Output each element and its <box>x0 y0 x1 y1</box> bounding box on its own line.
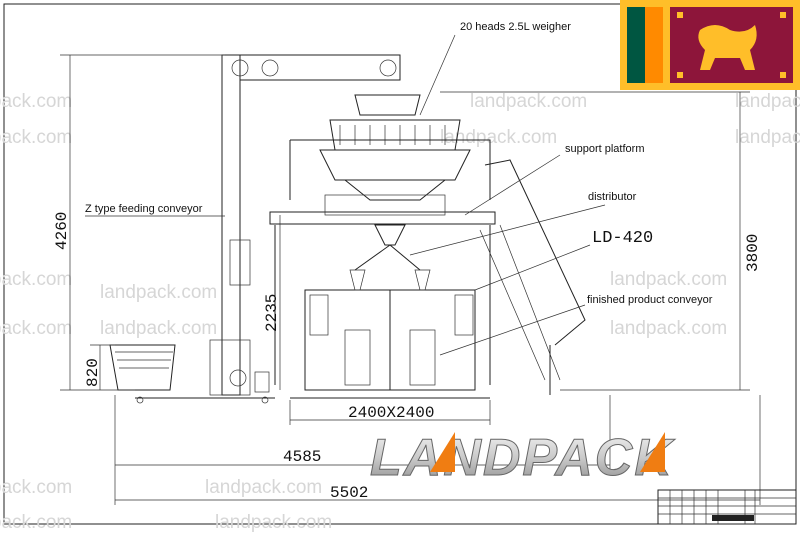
multihead-weigher <box>319 94 471 201</box>
dim-platform-height: 2235 <box>263 294 281 332</box>
z-type-conveyor <box>109 54 401 404</box>
landpack-logo: LANDPACK <box>370 429 675 488</box>
watermarks: landpack.com landpack.com landpack.com l… <box>0 91 800 533</box>
watermark-text: landpack.com <box>735 91 800 112</box>
logo-text: LANDPACK <box>370 429 675 487</box>
dim-footprint: 2400X2400 <box>348 404 434 422</box>
watermark-text: landpack.com <box>0 318 72 339</box>
watermark-text: landpack.com <box>100 318 217 339</box>
label-weigher: 20 heads 2.5L weigher <box>460 21 571 33</box>
watermark-text: landpack.com <box>100 282 217 303</box>
finished-product-conveyor <box>479 159 586 395</box>
dim-conveyor-height: 820 <box>84 358 102 387</box>
support-platform <box>269 139 496 385</box>
title-block <box>657 489 797 525</box>
watermark-text: landpack.com <box>440 127 557 148</box>
packing-machines <box>290 269 490 399</box>
label-z-conveyor: Z type feeding conveyor <box>85 203 203 215</box>
watermark-text: landpack.com <box>610 318 727 339</box>
watermark-text: landpack.com <box>0 269 72 290</box>
watermark-text: landpack.com <box>470 91 587 112</box>
drawing-border <box>3 3 797 525</box>
dim-width-inner: 4585 <box>283 448 321 466</box>
dim-width-total: 5502 <box>330 484 368 502</box>
watermark-text: landpack.com <box>215 512 332 533</box>
dim-machine-height: 3800 <box>744 234 762 272</box>
label-model: LD-420 <box>592 229 653 248</box>
watermark-text: landpack.com <box>610 269 727 290</box>
watermark-text: landpack.com <box>0 477 72 498</box>
watermark-text: landpack.com <box>205 477 322 498</box>
leader-lines <box>85 34 606 356</box>
dimension-lines <box>60 54 761 505</box>
watermark-text: landpack.com <box>0 512 72 533</box>
sri-lanka-flag <box>620 0 800 90</box>
watermark-text: landpack.com <box>0 127 72 148</box>
label-finished-conveyor: finished product conveyor <box>587 294 713 306</box>
watermark-text: landpack.com <box>735 127 800 148</box>
dim-total-height: 4260 <box>53 212 71 250</box>
label-support-platform: support platform <box>565 143 644 155</box>
label-distributor: distributor <box>588 191 637 203</box>
watermark-text: landpack.com <box>0 91 72 112</box>
